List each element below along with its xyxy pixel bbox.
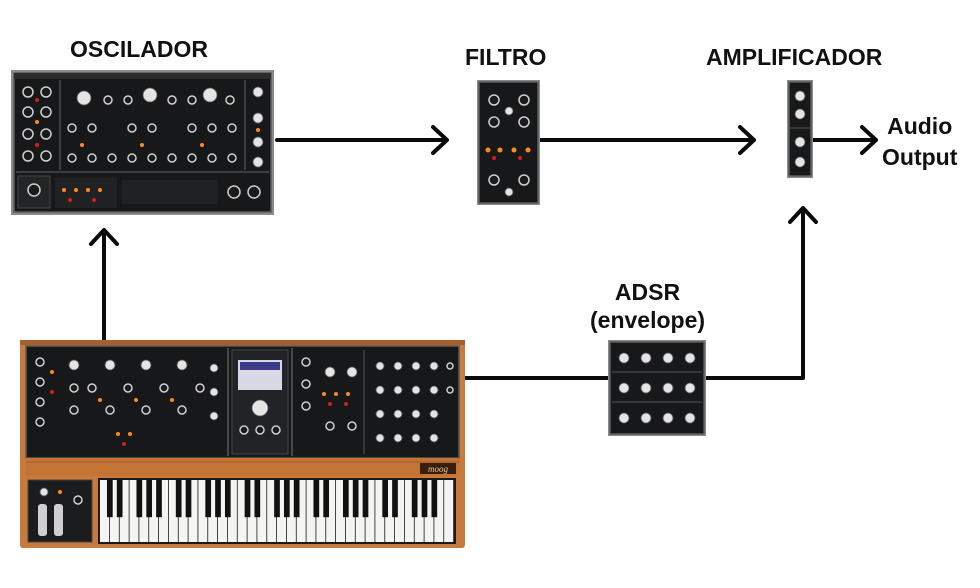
amplifier-module bbox=[787, 80, 813, 178]
adsr-line2: (envelope) bbox=[590, 307, 706, 333]
white-key bbox=[247, 480, 257, 542]
adsr-label: ADSR (envelope) bbox=[590, 278, 705, 334]
black-key bbox=[362, 480, 369, 518]
black-key bbox=[323, 480, 330, 518]
black-key bbox=[313, 480, 320, 518]
white-key bbox=[129, 480, 139, 542]
black-key bbox=[392, 480, 398, 518]
white-key bbox=[277, 480, 287, 542]
white-key bbox=[414, 480, 424, 542]
white-key bbox=[444, 480, 454, 542]
black-key bbox=[293, 480, 300, 518]
white-key bbox=[326, 480, 336, 542]
adsr-line1: ADSR bbox=[614, 279, 681, 305]
keybed bbox=[98, 478, 456, 544]
white-key bbox=[424, 480, 434, 542]
filter-module bbox=[477, 80, 540, 205]
white-key bbox=[198, 480, 208, 542]
pitch-mod-wheels bbox=[27, 479, 93, 543]
white-key bbox=[257, 480, 267, 542]
arrow-filter-to-amp bbox=[539, 125, 756, 155]
black-key bbox=[224, 480, 231, 518]
black-key bbox=[205, 480, 212, 518]
white-key bbox=[227, 480, 237, 542]
white-key bbox=[218, 480, 228, 542]
white-key bbox=[365, 480, 375, 542]
white-key bbox=[119, 480, 129, 542]
black-key bbox=[421, 480, 428, 518]
black-key bbox=[146, 480, 153, 518]
black-key bbox=[116, 480, 123, 518]
audio-output-label: Audio Output bbox=[882, 111, 957, 173]
white-key bbox=[395, 480, 405, 542]
white-key bbox=[336, 480, 346, 542]
white-key bbox=[188, 480, 198, 542]
white-key bbox=[139, 480, 149, 542]
white-key bbox=[296, 480, 306, 542]
black-key bbox=[411, 480, 418, 518]
audio-output-line2: Output bbox=[882, 144, 958, 170]
black-key bbox=[185, 480, 192, 518]
arrow-adsr-to-amp bbox=[703, 206, 818, 380]
white-key bbox=[345, 480, 355, 542]
brand-logo: moog bbox=[428, 464, 448, 474]
white-key bbox=[404, 480, 414, 542]
black-key bbox=[254, 480, 261, 518]
arrow-keyboard-to-osc bbox=[89, 228, 119, 342]
keyboard-filter-envelope-section bbox=[301, 350, 454, 454]
oscillator-module bbox=[11, 70, 274, 215]
keyboard-oscillator-section bbox=[35, 348, 229, 456]
arrow-osc-to-filter bbox=[275, 125, 449, 155]
white-key bbox=[168, 480, 178, 542]
white-key bbox=[434, 480, 444, 542]
white-key bbox=[208, 480, 218, 542]
filter-label: FILTRO bbox=[465, 44, 547, 70]
black-key bbox=[156, 480, 162, 518]
white-key bbox=[149, 480, 159, 542]
white-key bbox=[237, 480, 247, 542]
amplifier-label: AMPLIFICADOR bbox=[706, 44, 883, 70]
keyboard-display-section bbox=[231, 348, 293, 456]
black-key bbox=[215, 480, 221, 518]
white-key bbox=[178, 480, 188, 542]
black-key bbox=[342, 480, 349, 518]
audio-output-line1: Audio bbox=[887, 113, 953, 139]
white-key bbox=[109, 480, 119, 542]
white-key bbox=[306, 480, 316, 542]
white-key bbox=[267, 480, 277, 542]
white-key bbox=[355, 480, 365, 542]
white-key bbox=[286, 480, 296, 542]
white-key bbox=[159, 480, 169, 542]
oscillator-label: OSCILADOR bbox=[70, 36, 208, 62]
white-key bbox=[316, 480, 326, 542]
black-key bbox=[382, 480, 389, 518]
keyboard-synthesizer: moog bbox=[20, 340, 465, 548]
black-key bbox=[175, 480, 182, 518]
white-key bbox=[375, 480, 385, 542]
adsr-module bbox=[608, 340, 706, 436]
black-key bbox=[283, 480, 290, 518]
black-key bbox=[431, 480, 438, 518]
black-key bbox=[136, 480, 143, 518]
arrow-amp-to-output bbox=[811, 125, 878, 155]
black-key bbox=[352, 480, 359, 518]
black-key bbox=[274, 480, 280, 518]
white-key bbox=[385, 480, 395, 542]
white-key bbox=[100, 480, 110, 542]
black-key bbox=[244, 480, 251, 518]
black-key bbox=[106, 480, 113, 518]
